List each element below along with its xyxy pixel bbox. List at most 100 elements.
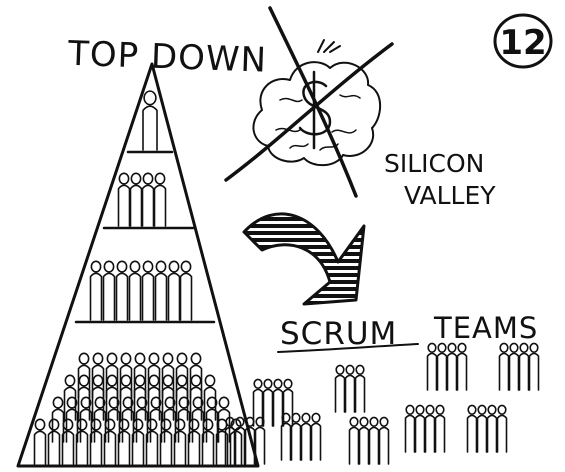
person-figure <box>436 342 448 391</box>
person-figure <box>102 260 116 321</box>
person-figure <box>159 418 173 465</box>
person-figure <box>77 352 91 399</box>
person-figure <box>358 416 370 465</box>
person-figure <box>518 342 530 391</box>
person-figure <box>147 374 161 421</box>
person-figure <box>348 416 360 465</box>
person-figure <box>75 418 89 465</box>
person-figure <box>378 416 390 465</box>
pyramid-tier-base <box>33 352 243 465</box>
person-figure <box>486 404 498 453</box>
curved-arrow-icon <box>242 212 366 306</box>
person-figure <box>33 418 47 465</box>
person-figure <box>105 352 119 399</box>
person-figure <box>89 418 103 465</box>
person-figure <box>141 260 155 321</box>
person-figure <box>161 352 175 399</box>
person-figure <box>368 416 380 465</box>
pyramid <box>16 62 260 468</box>
pyramid-tier-2 <box>117 172 167 227</box>
scrum-teams <box>224 342 540 465</box>
person-figure <box>414 404 426 453</box>
person-figure <box>93 396 107 443</box>
person-figure <box>280 412 292 461</box>
person-figure <box>244 416 256 465</box>
person-figure <box>105 374 119 421</box>
person-figure <box>133 374 147 421</box>
person-figure <box>175 352 189 399</box>
person-figure <box>119 374 133 421</box>
person-figure <box>61 418 75 465</box>
person-figure <box>446 342 458 391</box>
person-figure <box>528 342 540 391</box>
person-figure <box>179 260 193 321</box>
person-figure <box>141 172 155 227</box>
person-figure <box>115 260 129 321</box>
person-figure <box>224 416 236 465</box>
person-figure <box>252 378 264 427</box>
person-figure <box>272 378 284 427</box>
person-figure <box>145 418 159 465</box>
person-figure <box>89 260 103 321</box>
person-figure <box>189 352 203 399</box>
person-figure <box>128 260 142 321</box>
person-figure <box>404 404 416 453</box>
pyramid-tier-top <box>142 90 158 151</box>
person-figure <box>203 374 217 421</box>
scrum-team-group <box>404 404 446 453</box>
page-number-badge: 12 <box>493 13 553 69</box>
person-figure <box>121 396 135 443</box>
person-figure <box>107 396 121 443</box>
person-figure <box>201 418 215 465</box>
person-figure <box>177 396 191 443</box>
person-figure <box>131 418 145 465</box>
person-figure <box>175 374 189 421</box>
person-figure <box>262 378 274 427</box>
person-figure <box>354 364 366 413</box>
person-figure <box>254 416 266 465</box>
person-figure <box>191 396 205 443</box>
person-figure <box>117 172 131 227</box>
person-figure <box>167 260 181 321</box>
person-figure <box>205 396 219 443</box>
person-figure <box>498 342 510 391</box>
page-number: 12 <box>499 23 546 63</box>
person-figure <box>135 396 149 443</box>
person-figure <box>217 396 231 443</box>
scrum-team-group <box>224 416 266 465</box>
scrum-team-group <box>280 412 322 461</box>
person-figure <box>496 404 508 453</box>
scrum-team-group <box>426 342 468 391</box>
person-figure <box>300 412 312 461</box>
person-figure <box>133 352 147 399</box>
person-figure <box>310 412 322 461</box>
person-figure <box>456 342 468 391</box>
person-figure <box>142 90 158 151</box>
person-figure <box>234 416 246 465</box>
person-figure <box>65 396 79 443</box>
person-figure <box>476 404 488 453</box>
person-figure <box>147 352 161 399</box>
person-figure <box>344 364 356 413</box>
person-figure <box>282 378 294 427</box>
silicon-label: SILICON <box>384 149 484 178</box>
scrum-team-group <box>252 378 294 427</box>
scrum-team-group <box>348 416 390 465</box>
person-figure <box>117 418 131 465</box>
person-figure <box>129 172 143 227</box>
person-figure <box>173 418 187 465</box>
person-figure <box>426 342 438 391</box>
person-figure <box>466 404 478 453</box>
person-figure <box>434 404 446 453</box>
person-figure <box>103 418 117 465</box>
person-figure <box>424 404 436 453</box>
scrum-team-group <box>498 342 540 391</box>
person-figure <box>91 374 105 421</box>
teams-label: TEAMS <box>433 311 538 345</box>
scrum-team-group <box>334 364 366 413</box>
title-top-down: TOP DOWN <box>66 34 267 81</box>
person-figure <box>63 374 77 421</box>
person-figure <box>77 374 91 421</box>
scrum-team-group <box>466 404 508 453</box>
